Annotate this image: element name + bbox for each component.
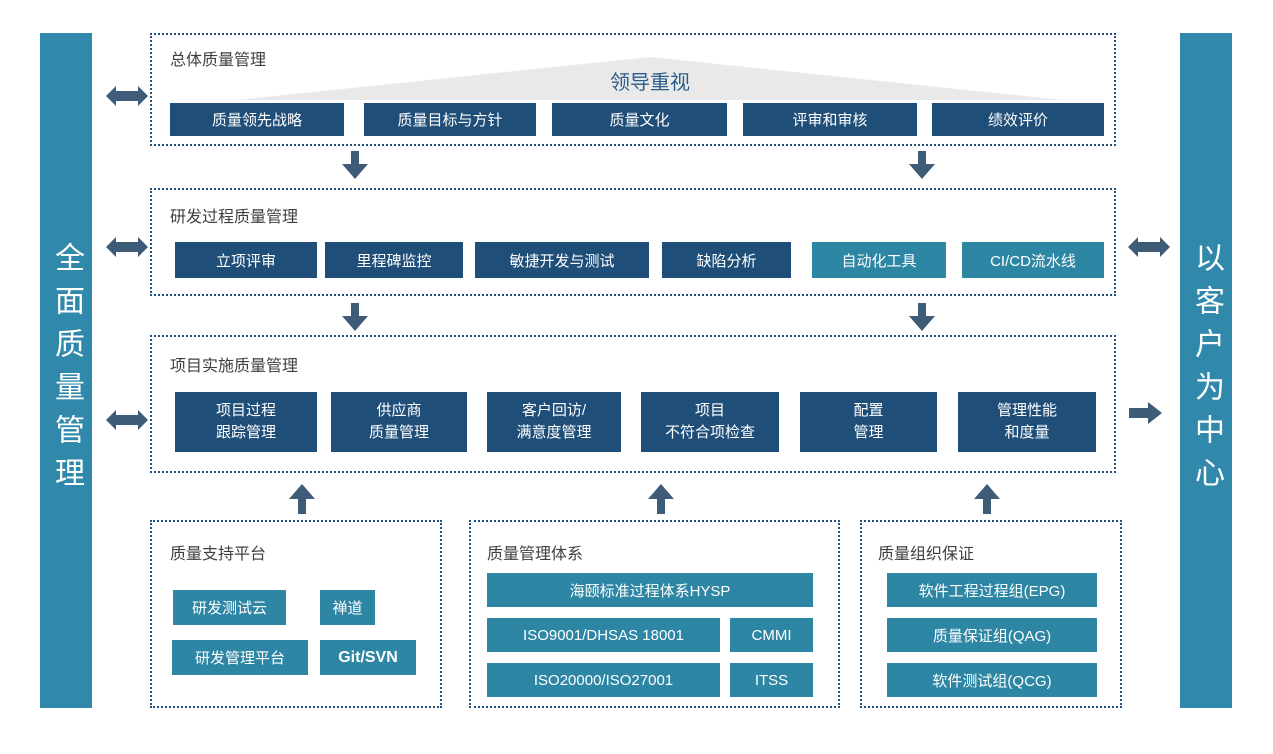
- customer-centric-bar: 以客户为中心: [1180, 33, 1232, 708]
- quality-management-system-title: 质量管理体系: [487, 546, 584, 563]
- qcg-group: 软件测试组(QCG): [887, 663, 1097, 697]
- defect-analysis: 缺陷分析: [662, 242, 791, 278]
- performance-measurement: 管理性能 和度量: [958, 392, 1096, 452]
- quality-support-platform-title: 质量支持平台: [170, 546, 267, 563]
- hysp-standard-process: 海颐标准过程体系HYSP: [487, 573, 813, 607]
- up-arrow-icon: [974, 484, 1000, 514]
- zentao: 禅道: [320, 590, 375, 625]
- quality-culture: 质量文化: [552, 103, 727, 136]
- customer-visit-satisfaction: 客户回访/ 满意度管理: [487, 392, 621, 452]
- itss: ITSS: [730, 663, 813, 697]
- button-line: 管理性能: [996, 401, 1057, 419]
- rd-process-title: 研发过程质量管理: [170, 209, 299, 226]
- right-arrow-icon: [1129, 402, 1162, 424]
- git-svn: Git/SVN: [320, 640, 416, 675]
- down-arrow-icon: [342, 151, 368, 179]
- milestone-monitoring: 里程碑监控: [325, 242, 463, 278]
- button-line: 项目: [694, 401, 725, 419]
- left-right-arrow-icon: [1127, 236, 1171, 258]
- down-arrow-icon: [342, 303, 368, 331]
- total-quality-management-bar: 全面质量管理: [40, 33, 92, 708]
- project-nonconformity-check: 项目 不符合项检查: [641, 392, 779, 452]
- down-arrow-icon: [909, 303, 935, 331]
- customer-centric-label: 以客户为中心: [1190, 241, 1223, 500]
- qag-group: 质量保证组(QAG): [887, 618, 1097, 652]
- rd-test-cloud: 研发测试云: [173, 590, 286, 625]
- total-quality-management-label: 全面质量管理: [50, 241, 83, 500]
- button-line: 管理: [853, 424, 884, 441]
- project-impl-title: 项目实施质量管理: [170, 358, 299, 375]
- rd-management-platform: 研发管理平台: [172, 640, 308, 675]
- project-approval-review: 立项评审: [175, 242, 317, 278]
- up-arrow-icon: [289, 484, 315, 514]
- cmmi: CMMI: [730, 618, 813, 652]
- down-arrow-icon: [909, 151, 935, 179]
- overall-quality-title: 总体质量管理: [170, 52, 267, 69]
- quality-org-assurance-title: 质量组织保证: [878, 546, 975, 563]
- leadership-banner: 领导重视: [610, 72, 690, 94]
- button-line: 质量管理: [368, 424, 429, 441]
- button-line: 项目过程: [215, 401, 276, 419]
- button-line: 满意度管理: [516, 424, 592, 441]
- configuration-management: 配置 管理: [800, 392, 937, 452]
- button-line: 客户回访/: [521, 401, 587, 419]
- automation-tools: 自动化工具: [812, 242, 946, 278]
- up-arrow-icon: [648, 484, 674, 514]
- left-right-arrow-icon: [106, 236, 148, 258]
- button-line: 不符合项检查: [664, 424, 755, 441]
- button-line: 和度量: [1004, 424, 1050, 441]
- performance-evaluation: 绩效评价: [932, 103, 1104, 136]
- iso20000-iso27001: ISO20000/ISO27001: [487, 663, 720, 697]
- left-right-arrow-icon: [106, 409, 148, 431]
- review-and-audit: 评审和审核: [743, 103, 917, 136]
- iso9001-dhsas18001: ISO9001/DHSAS 18001: [487, 618, 720, 652]
- button-line: 供应商: [376, 401, 422, 419]
- project-process-tracking: 项目过程 跟踪管理: [175, 392, 317, 452]
- button-line: 配置: [853, 401, 884, 419]
- agile-dev-and-test: 敏捷开发与测试: [475, 242, 649, 278]
- supplier-quality-management: 供应商 质量管理: [331, 392, 467, 452]
- epg-group: 软件工程过程组(EPG): [887, 573, 1097, 607]
- button-line: 跟踪管理: [215, 424, 276, 441]
- quality-leading-strategy: 质量领先战略: [170, 103, 344, 136]
- left-right-arrow-icon: [106, 85, 148, 107]
- cicd-pipeline: CI/CD流水线: [962, 242, 1104, 278]
- quality-goals-policy: 质量目标与方针: [364, 103, 536, 136]
